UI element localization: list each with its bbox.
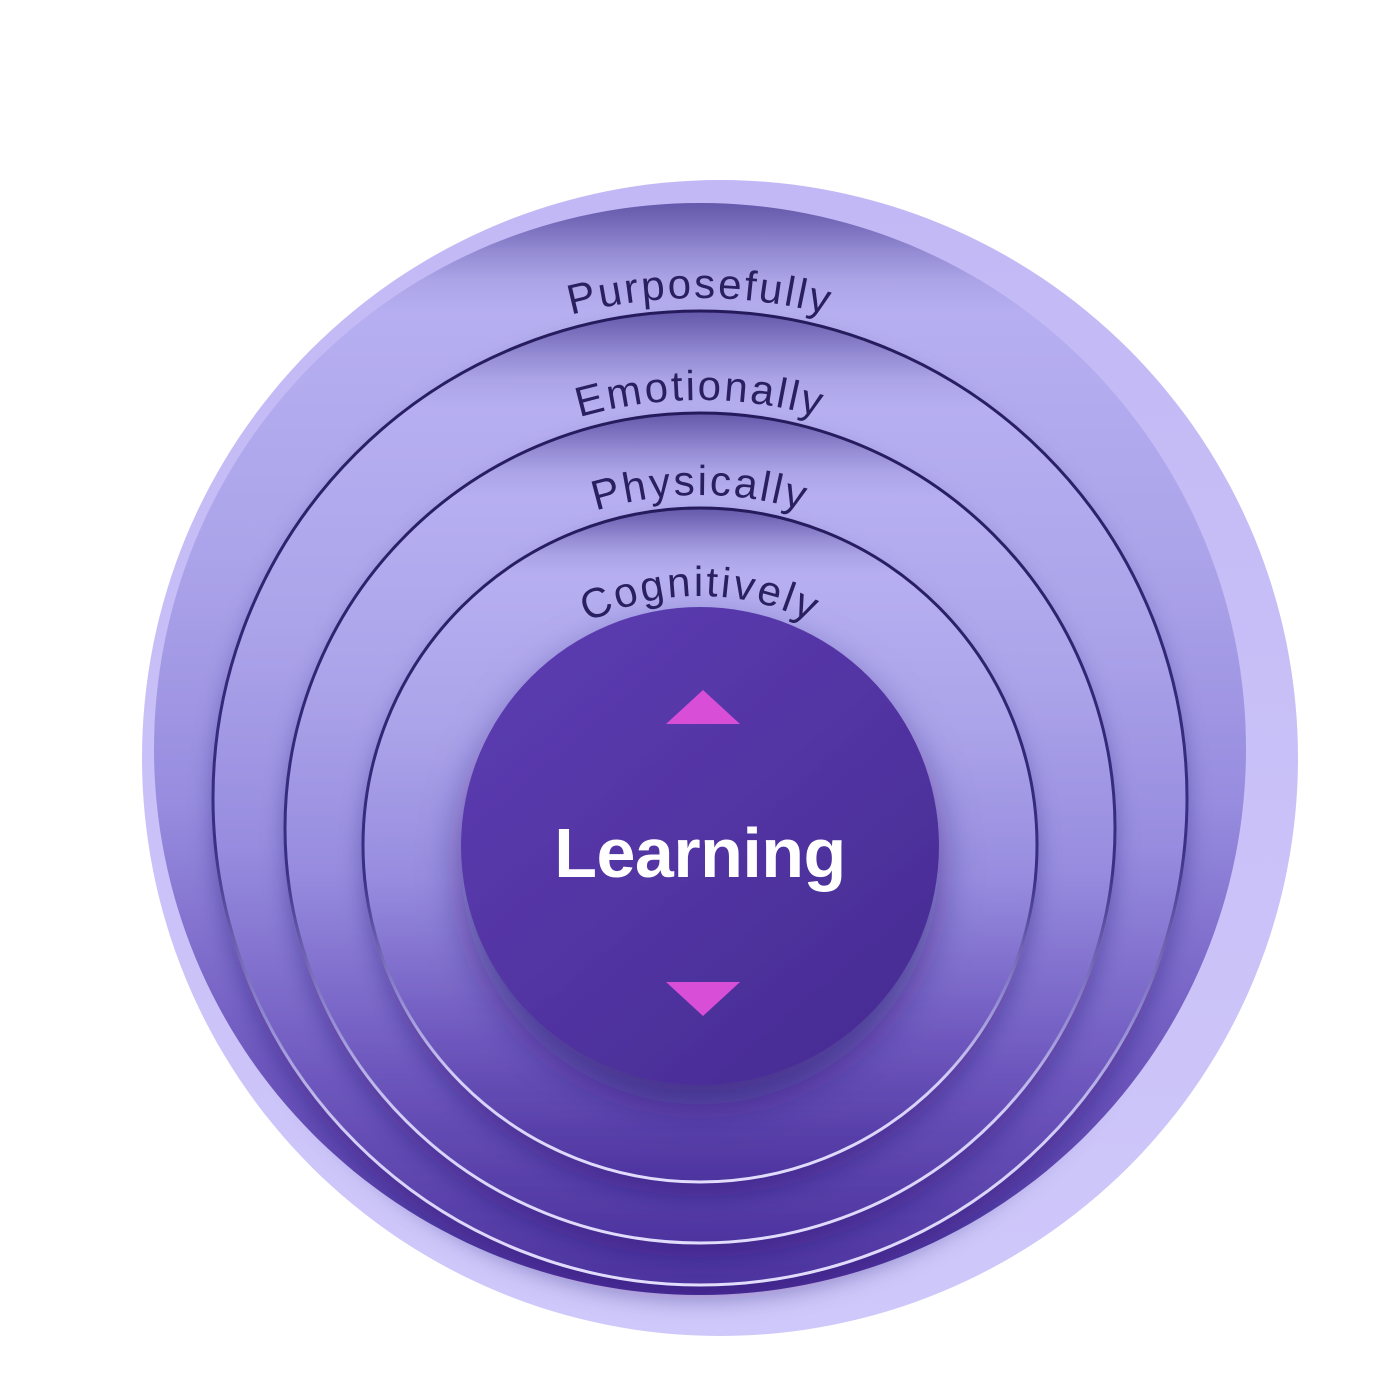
ring-emotionally-outline bbox=[211, 309, 1189, 1287]
ring-cognitively-outline bbox=[361, 506, 1039, 1184]
up-arrow-icon[interactable] bbox=[666, 690, 740, 724]
learning-circle bbox=[461, 607, 939, 1085]
down-arrow-icon[interactable] bbox=[666, 982, 740, 1016]
center-label: Learning bbox=[554, 814, 846, 892]
ring-physically-outline bbox=[283, 411, 1117, 1245]
